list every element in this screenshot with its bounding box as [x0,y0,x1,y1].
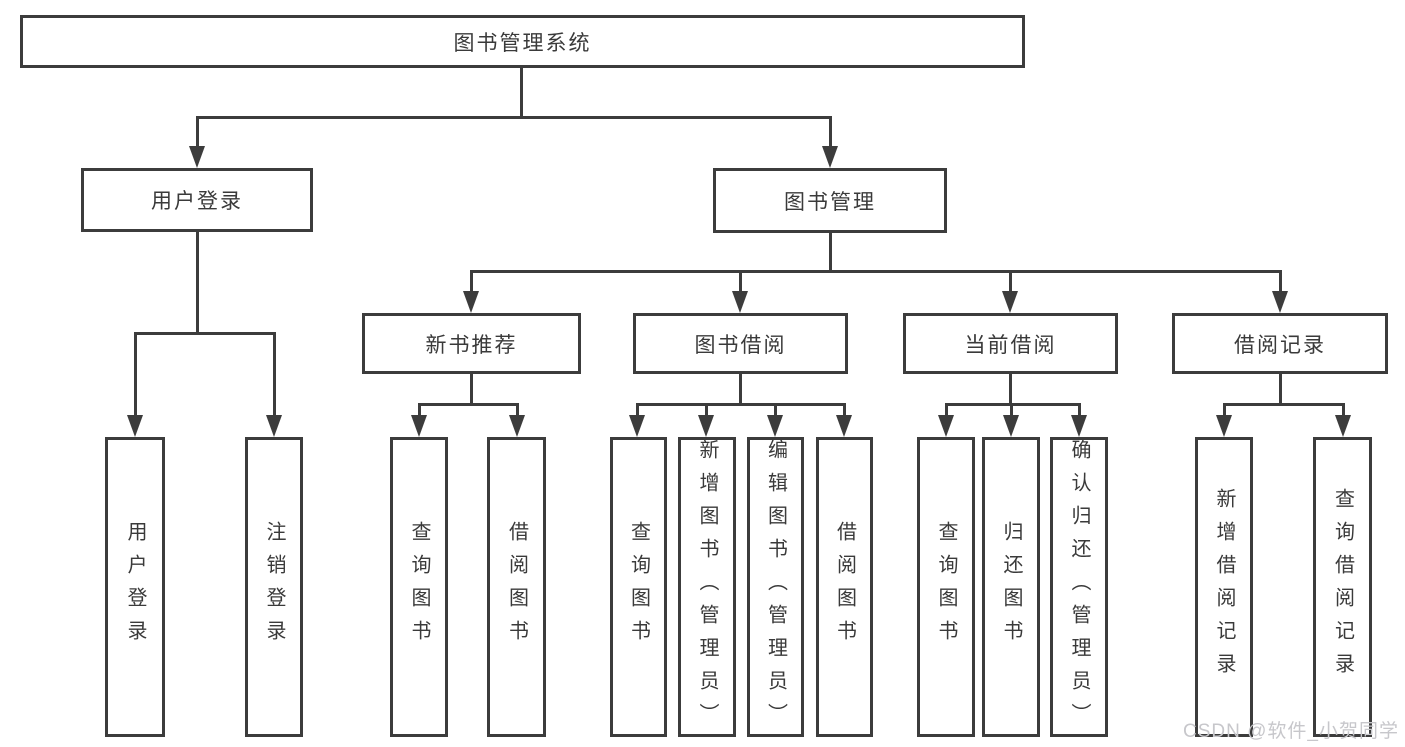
node-book-management: 图书管理 [713,168,947,233]
arrowhead-icon [767,415,783,437]
node-new-book-recommend-label: 新书推荐 [425,333,518,357]
connector-record-stem [1279,374,1282,406]
node-current-borrow: 当前借阅 [903,313,1118,374]
leaf-rec-query-book-label: 查询图书 [408,521,430,653]
connector-rec-drop-1 [418,403,421,417]
leaf-query-borrow-record: 查询借阅记录 [1313,437,1372,737]
connector-borrow-drop-3 [774,403,777,417]
csdn-watermark: CSDN @软件_小贺同学 [1183,721,1399,742]
leaf-rec-borrow-book-label: 借阅图书 [505,521,528,653]
connector-mgmt-drop-3 [1009,270,1012,293]
arrowhead-icon [732,291,748,313]
connector-record-drop-2 [1342,403,1345,417]
leaf-borrow-query-book-label: 查询图书 [627,521,650,653]
arrowhead-icon [1002,291,1018,313]
arrowhead-icon [698,415,714,437]
node-book-borrow-label: 图书借阅 [694,333,787,357]
node-user-login-label: 用户登录 [151,190,243,213]
arrowhead-icon [1335,415,1351,437]
arrowhead-icon [629,415,645,437]
connector-root-horizontal [196,116,832,119]
connector-rec-drop-2 [516,403,519,417]
node-user-login: 用户登录 [81,168,313,232]
connector-current-drop-2 [1010,403,1013,417]
arrowhead-icon [1071,415,1087,437]
leaf-borrow-query-book: 查询图书 [610,437,667,737]
connector-root-drop-right [829,116,832,150]
connector-rec-horizontal [418,403,519,406]
connector-current-drop-1 [945,403,948,417]
connector-record-horizontal [1223,403,1345,406]
connector-login-drop-1 [134,332,137,417]
leaf-current-query-book: 查询图书 [917,437,975,737]
connector-login-drop-2 [273,332,276,417]
arrowhead-icon [266,415,282,437]
node-borrow-record-label: 借阅记录 [1234,333,1326,357]
leaf-return-book: 归还图书 [982,437,1040,737]
arrowhead-icon [822,146,838,168]
node-book-management-label: 图书管理 [784,190,876,214]
connector-current-horizontal [945,403,1081,406]
connector-borrow-stem [739,374,742,406]
arrowhead-icon [836,415,852,437]
connector-mgmt-drop-1 [470,270,473,293]
arrowhead-icon [189,146,205,168]
connector-mgmt-horizontal [470,270,1282,273]
connector-borrow-horizontal [636,403,846,406]
node-borrow-record: 借阅记录 [1172,313,1388,374]
connector-mgmt-drop-4 [1279,270,1282,293]
connector-current-drop-3 [1078,403,1081,417]
connector-mgmt-drop-2 [739,270,742,293]
connector-borrow-drop-1 [636,403,639,417]
arrowhead-icon [411,415,427,437]
leaf-logout-label: 注销登录 [263,521,285,653]
leaf-confirm-return-admin: 确认归还（管理员） [1050,437,1108,737]
connector-mgmt-stem [829,233,832,273]
connector-borrow-drop-4 [843,403,846,417]
connector-login-stem [196,232,199,335]
leaf-rec-query-book: 查询图书 [390,437,448,737]
arrowhead-icon [938,415,954,437]
connector-login-horizontal [134,332,276,335]
leaf-add-borrow-record-label: 新增借阅记录 [1213,488,1235,686]
leaf-add-book-admin: 新增图书（管理员） [678,437,736,737]
leaf-edit-book-admin-label: 编辑图书（管理员） [764,438,787,736]
node-book-borrow: 图书借阅 [633,313,848,374]
leaf-logout: 注销登录 [245,437,303,737]
leaf-add-borrow-record: 新增借阅记录 [1195,437,1253,737]
node-root-label: 图书管理系统 [453,31,592,55]
node-root: 图书管理系统 [20,15,1025,68]
arrowhead-icon [127,415,143,437]
leaf-query-borrow-record-label: 查询借阅记录 [1331,488,1354,686]
arrowhead-icon [509,415,525,437]
arrowhead-icon [1216,415,1232,437]
leaf-user-login: 用户登录 [105,437,165,737]
arrowhead-icon [1003,415,1019,437]
node-current-borrow-label: 当前借阅 [964,333,1057,357]
connector-root-stem [520,68,523,118]
arrowhead-icon [1272,291,1288,313]
leaf-return-book-label: 归还图书 [1000,521,1022,653]
connector-root-drop-left [196,116,199,150]
connector-current-stem [1009,374,1012,406]
arrowhead-icon [463,291,479,313]
leaf-confirm-return-admin-label: 确认归还（管理员） [1068,438,1090,736]
leaf-current-query-book-label: 查询图书 [935,521,957,653]
leaf-add-book-admin-label: 新增图书（管理员） [696,438,718,736]
connector-record-drop-1 [1223,403,1226,417]
connector-rec-stem [470,374,473,406]
leaf-borrow-book: 借阅图书 [816,437,873,737]
node-new-book-recommend: 新书推荐 [362,313,581,374]
leaf-user-login-label: 用户登录 [124,521,146,653]
connector-borrow-drop-2 [705,403,708,417]
leaf-borrow-book-label: 借阅图书 [833,521,856,653]
leaf-rec-borrow-book: 借阅图书 [487,437,546,737]
leaf-edit-book-admin: 编辑图书（管理员） [747,437,804,737]
